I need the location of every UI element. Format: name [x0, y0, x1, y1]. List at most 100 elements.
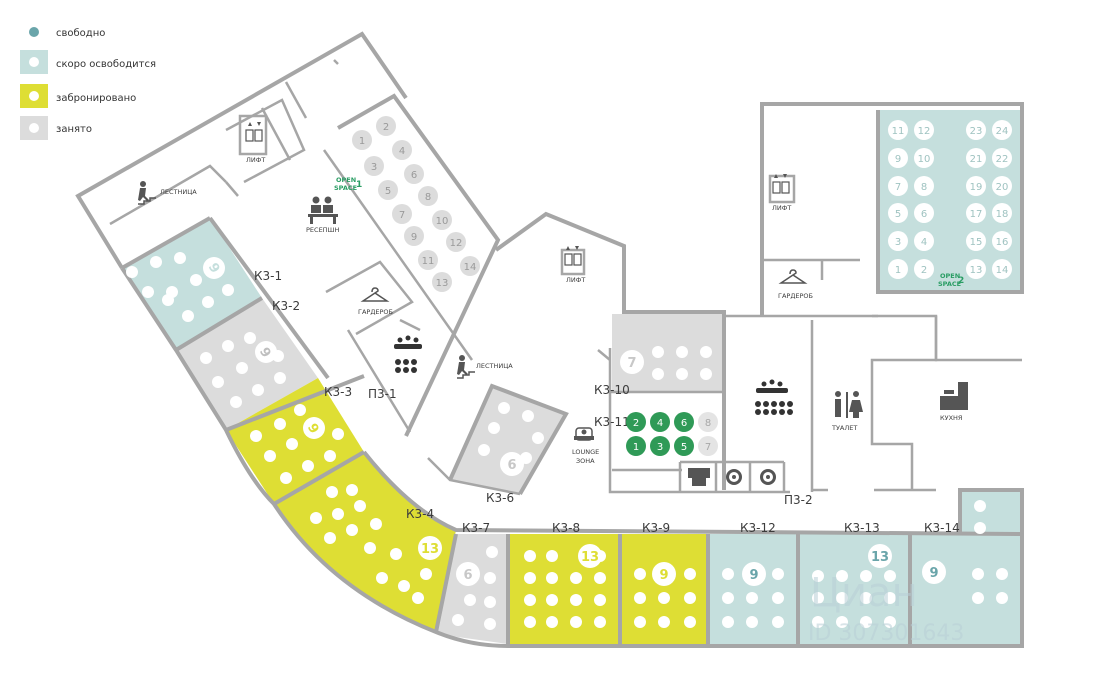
phone-booth-icon — [760, 469, 776, 485]
open-space-2-seat-circle[interactable] — [888, 203, 908, 223]
lounge-label-line1: LOUNGE — [572, 448, 599, 456]
open-space-2-seat-circle[interactable] — [992, 231, 1012, 251]
open-space-2-seat-number: 1 — [895, 265, 901, 276]
legend-label-soon: скоро освободится — [56, 59, 156, 70]
open-space-1-seat-circle[interactable] — [460, 256, 480, 276]
open-space-2-seat-circle[interactable] — [992, 203, 1012, 223]
capacity-k3-7: 6 — [463, 568, 472, 583]
meeting-icon — [394, 335, 422, 373]
stairs-icon — [138, 181, 156, 205]
open-space-1-seat-circle[interactable] — [418, 250, 438, 270]
open-space-2-seat-circle[interactable] — [992, 148, 1012, 168]
open-space-1-number: 1 — [356, 180, 362, 190]
room-k3-11-seat-circle[interactable] — [626, 412, 646, 432]
open-space-1-seat-number: 8 — [425, 192, 431, 203]
open-space-2-seat-circle[interactable] — [966, 176, 986, 196]
open-space-1-seat-circle[interactable] — [432, 272, 452, 292]
capacity-k3-13: 13 — [871, 550, 889, 565]
open-space-1-seat-number: 2 — [383, 122, 389, 133]
room-k3-13-seats — [812, 570, 896, 628]
open-space-2-seat-circle[interactable] — [992, 120, 1012, 140]
capacity-k3-8: 13 — [581, 550, 599, 565]
room-k3-12[interactable] — [710, 534, 798, 646]
open-space-1-seat-number: 12 — [450, 238, 463, 249]
open-space-2-seat-circle[interactable] — [914, 259, 934, 279]
open-space-2-seat-circle[interactable] — [966, 259, 986, 279]
open-space-1-seat-number: 11 — [422, 256, 435, 267]
open-space-1-seat-circle[interactable] — [418, 186, 438, 206]
open-space-1-seat-circle[interactable] — [446, 232, 466, 252]
open-space-1-seat-circle[interactable] — [404, 226, 424, 246]
room-label-k3-11: К3-11 — [594, 415, 630, 429]
room-k3-11-seat-number: 1 — [633, 442, 639, 453]
open-space-1-seat-circle[interactable] — [376, 116, 396, 136]
room-label-k3-6: К3-6 — [486, 491, 514, 505]
open-space-2-label-line2: SPACE — [938, 280, 961, 288]
open-space-2-seat-circle[interactable] — [966, 120, 986, 140]
toilet-icon — [835, 391, 863, 418]
open-space-1-seat-circle[interactable] — [378, 180, 398, 200]
open-space-2-seat-circle[interactable] — [914, 231, 934, 251]
room-k3-4[interactable] — [274, 452, 456, 632]
legend-dot-available — [29, 27, 39, 37]
open-space-2-seat-circle[interactable] — [992, 259, 1012, 279]
room-k3-11-seat-circle[interactable] — [698, 412, 718, 432]
room-k3-2[interactable] — [176, 298, 318, 430]
room-k3-4-seats — [310, 484, 432, 604]
lift-label: ЛИФТ — [566, 276, 585, 284]
stairs-label: ЛЕСТНИЦА — [160, 188, 197, 196]
open-space-1-seat-circle[interactable] — [392, 204, 412, 224]
open-space-2-seat-circle[interactable] — [888, 176, 908, 196]
open-space-2-seat-circle[interactable] — [888, 148, 908, 168]
watermark-id: ID 307301643 — [808, 621, 964, 646]
open-space-1-seat-circle[interactable] — [352, 130, 372, 150]
watermark: Циан ID 307301643 — [808, 570, 964, 646]
room-k3-11-seat-number: 2 — [633, 418, 639, 429]
open-space-2-seat-circle[interactable] — [914, 176, 934, 196]
open-space-1-seat-number: 3 — [371, 162, 377, 173]
open-space-2-seat-circle[interactable] — [914, 203, 934, 223]
room-k3-11-seat-circle[interactable] — [698, 436, 718, 456]
room-k3-11-seat-circle[interactable] — [626, 436, 646, 456]
open-space-2-number: 2 — [958, 276, 964, 286]
legend-label-occupied: занято — [56, 124, 92, 135]
open-space-2-seat-circle[interactable] — [888, 231, 908, 251]
open-space-2-seat-number: 24 — [996, 126, 1009, 137]
open-space-2-seat-circle[interactable] — [914, 148, 934, 168]
open-space-1-seat-circle[interactable] — [404, 164, 424, 184]
room-label-k3-4: К3-4 — [406, 507, 434, 521]
open-space-1-seat-circle[interactable] — [392, 140, 412, 160]
room-label-k3-3: К3-3 — [324, 385, 352, 399]
open-space-1-label-line2: SPACE — [334, 184, 357, 192]
open-space-2-seat-circle[interactable] — [888, 259, 908, 279]
lift-icon — [245, 122, 263, 142]
open-space-2-seat-number: 4 — [921, 237, 927, 248]
capacity-k3-9: 9 — [659, 568, 668, 583]
room-k3-11-seat-circle[interactable] — [674, 436, 694, 456]
open-space-1-seat-circle[interactable] — [432, 210, 452, 230]
room-k3-9[interactable] — [622, 534, 708, 646]
room-label-p3-2: П3-2 — [784, 493, 813, 507]
room-k3-11-seat-circle[interactable] — [650, 412, 670, 432]
room-k3-8[interactable] — [510, 534, 620, 646]
room-k3-14[interactable] — [912, 492, 1022, 646]
open-space-2-seat-circle[interactable] — [914, 120, 934, 140]
toilet-label: ТУАЛЕТ — [831, 424, 857, 432]
room-k3-11-seat-circle[interactable] — [650, 436, 670, 456]
open-space-2-seat-circle[interactable] — [966, 231, 986, 251]
stairs-icon — [457, 355, 475, 379]
hanger-icon — [360, 287, 390, 302]
open-space-2-seat-circle[interactable] — [966, 203, 986, 223]
room-k3-6[interactable] — [450, 386, 566, 494]
walls — [75, 31, 1024, 648]
room-k3-11-seat-circle[interactable] — [674, 412, 694, 432]
open-space-2-seat-circle[interactable] — [992, 176, 1012, 196]
open-space-1-seat-number: 1 — [359, 136, 365, 147]
lounge-icon — [574, 427, 594, 441]
open-space-2-seat-circle[interactable] — [888, 120, 908, 140]
open-space-2-seat-number: 12 — [918, 126, 931, 137]
wardrobe-label: ГАРДЕРОБ — [358, 308, 393, 316]
open-space-1-seat-circle[interactable] — [364, 156, 384, 176]
open-space-2-seat-circle[interactable] — [966, 148, 986, 168]
